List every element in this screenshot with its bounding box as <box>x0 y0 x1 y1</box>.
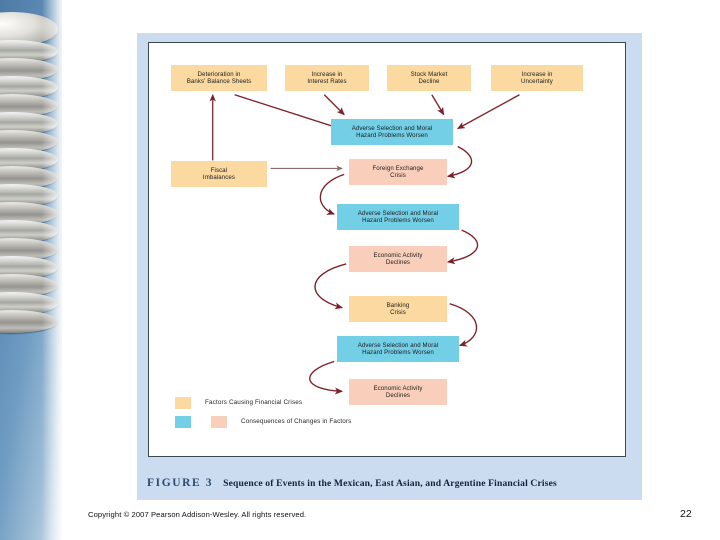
figure-title: Sequence of Events in the Mexican, East … <box>223 477 557 489</box>
legend-label-factors: Factors Causing Financial Crises <box>205 399 303 406</box>
figure-caption: FIGURE 3 Sequence of Events in the Mexic… <box>137 472 642 494</box>
legend: Factors Causing Financial Crises Consequ… <box>175 395 595 433</box>
arrow-uncertainty-to-adverse1 <box>456 94 520 130</box>
arrow-layer <box>209 94 520 395</box>
legend-row-consequences: Consequences of Changes in Factors <box>175 414 595 429</box>
legend-row-factors: Factors Causing Financial Crises <box>175 395 595 410</box>
arrow-adverse3-to-econ2 <box>309 360 343 395</box>
footer-copyright: Copyright © 2007 Pearson Addison-Wesley.… <box>88 510 307 519</box>
arrow-econ1-to-banking <box>314 263 347 310</box>
legend-label-consequences: Consequences of Changes in Factors <box>241 418 352 425</box>
figure-number: FIGURE 3 <box>147 477 214 489</box>
arrow-fx-to-adverse2 <box>319 173 345 215</box>
legend-swatch-pink <box>211 415 227 428</box>
arrow-adverse2-to-econ1 <box>446 229 479 265</box>
footer-page-number: 22 <box>680 508 692 520</box>
arrow-interest-to-adverse1 <box>323 94 345 116</box>
sidebar-edge-glow <box>42 0 62 540</box>
legend-swatch-blue <box>175 415 191 428</box>
decorative-coin-sidebar <box>0 0 62 540</box>
legend-swatch-factor <box>175 396 191 409</box>
arrow-adverse1-to-fx <box>446 145 473 179</box>
arrow-deterioration-to-adverse1 <box>234 94 347 132</box>
arrow-stock-to-adverse1 <box>431 94 445 116</box>
arrow-banking-to-adverse3 <box>449 303 478 347</box>
